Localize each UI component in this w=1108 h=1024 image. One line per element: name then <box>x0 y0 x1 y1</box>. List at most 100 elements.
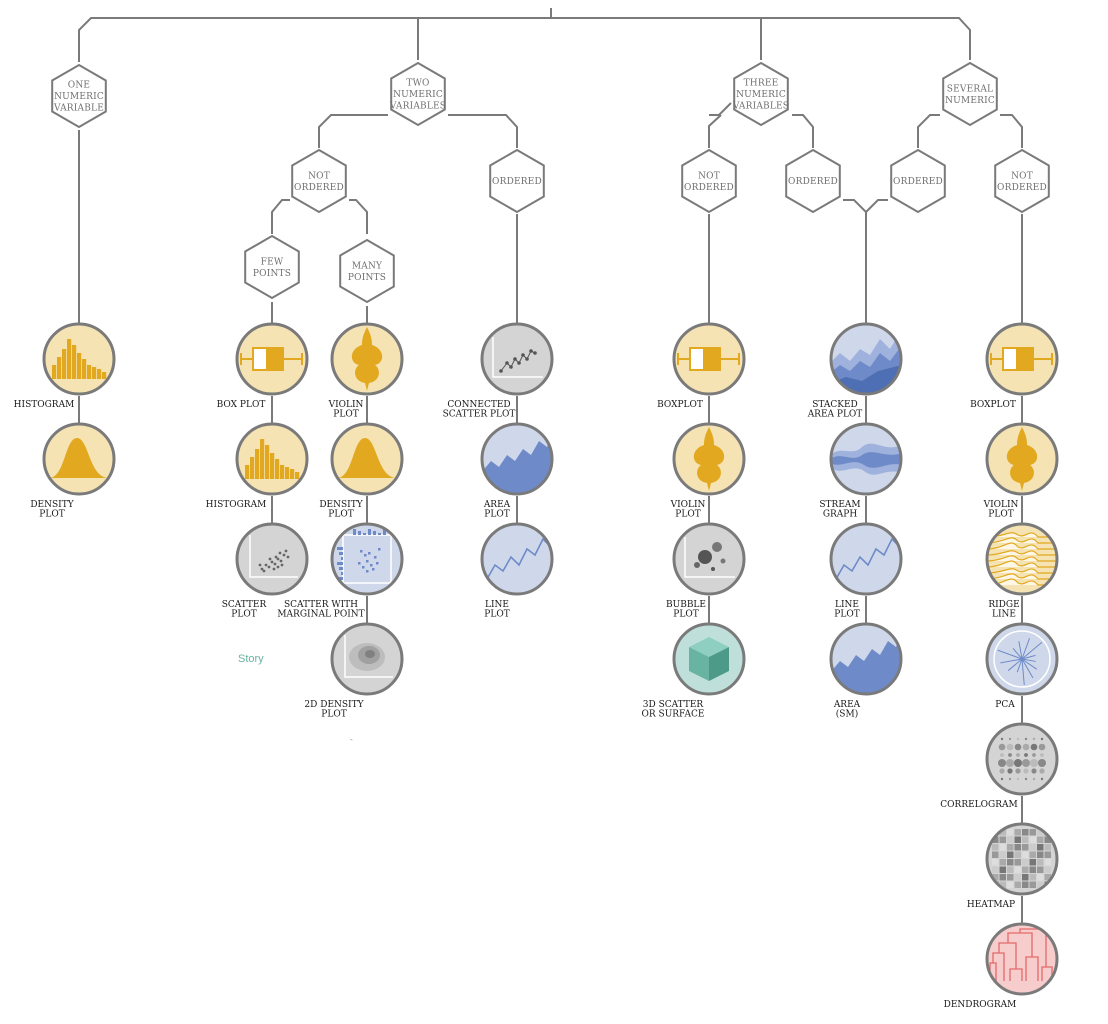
hex-label-line: VARIABLES <box>732 102 789 112</box>
connector-line <box>709 102 732 116</box>
chart-label: 3D SCATTER <box>643 700 704 710</box>
hex-h-sev-ord: ORDERED <box>890 148 946 214</box>
violin-many-icon <box>351 327 383 391</box>
chart-label: LINE <box>485 600 509 610</box>
chart-node-heatmap[interactable] <box>985 822 1059 896</box>
chart-label: PLOT <box>675 510 700 520</box>
chart-node-area-two[interactable] <box>480 422 554 499</box>
line-two-icon <box>486 537 550 580</box>
chart-node-density-many[interactable] <box>330 422 404 496</box>
connector-line <box>792 114 814 148</box>
histogram-few-icon <box>245 439 300 479</box>
density-1-icon <box>49 438 109 478</box>
chart-nodes <box>42 322 1059 996</box>
chart-node-density2d[interactable] <box>330 622 404 696</box>
chart-node-stacked-area[interactable] <box>829 322 903 399</box>
hex-label-line: POINTS <box>253 269 291 279</box>
chart-label: PLOT <box>321 710 346 720</box>
chart-node-violin-many[interactable] <box>330 322 404 396</box>
hex-label-line: ORDERED <box>294 183 344 193</box>
chart-label: LINE <box>835 600 859 610</box>
chart-node-dendrogram[interactable] <box>985 922 1059 996</box>
chart-node-bubble[interactable] <box>672 522 746 596</box>
connector-line <box>318 114 388 148</box>
chart-label: BOXPLOT <box>970 400 1016 410</box>
chart-label: HISTOGRAM <box>206 500 267 510</box>
chart-label: SCATTER <box>222 600 267 610</box>
connector-line <box>865 199 888 213</box>
chart-node-line-sm[interactable] <box>829 522 903 596</box>
hex-label-line: VARIABLE <box>53 104 104 114</box>
chart-node-histogram-1[interactable] <box>42 322 116 396</box>
chart-node-violin-sev[interactable] <box>985 422 1059 496</box>
chart-node-violin-three[interactable] <box>672 422 746 496</box>
histogram-1-icon <box>52 339 107 379</box>
hex-label-line: NUMERIC <box>945 96 995 106</box>
chart-label: 2D DENSITY <box>304 700 364 710</box>
chart-label: VIOLIN <box>328 400 364 410</box>
stacked-area-icon <box>831 329 901 394</box>
scatter-marginal-icon <box>337 529 392 584</box>
chart-label: OR SURFACE <box>642 710 705 720</box>
hex-label-line: NOT <box>1011 171 1033 181</box>
hex-label-line: MANY <box>352 261 383 271</box>
chart-label: SCATTER WITH <box>284 600 358 610</box>
chart-label: STACKED <box>812 400 858 410</box>
chart-node-boxplot-three[interactable] <box>672 322 746 396</box>
chart-label: BOXPLOT <box>657 400 703 410</box>
chart-node-scatter-few[interactable] <box>235 522 309 596</box>
hex-label-line: VARIABLES <box>389 102 446 112</box>
chart-label: CONNECTED <box>447 400 510 410</box>
story-link[interactable]: Story <box>238 653 264 665</box>
chart-label: PCA <box>995 700 1015 710</box>
hex-h-three-ord: ORDERED <box>785 148 841 214</box>
chart-label: LINE <box>992 610 1016 620</box>
chart-label: PLOT <box>988 510 1013 520</box>
hex-label-line: ORDERED <box>997 183 1047 193</box>
chart-label: PLOT <box>328 510 353 520</box>
chart-label: PLOT <box>333 410 358 420</box>
chart-label: GRAPH <box>823 510 858 520</box>
density2d-icon <box>344 635 393 678</box>
chart-node-correlogram[interactable] <box>985 722 1059 796</box>
chart-node-stream[interactable] <box>829 422 903 496</box>
connector-line <box>448 114 518 148</box>
chart-node-scatter3d[interactable] <box>672 622 746 696</box>
chart-label: BOX PLOT <box>217 400 266 410</box>
hex-label-line: NUMERIC <box>393 90 443 100</box>
connector-line <box>708 114 722 148</box>
hex-label-line: POINTS <box>348 273 386 283</box>
chart-node-pca[interactable] <box>985 622 1059 696</box>
chart-node-histogram-few[interactable] <box>235 422 309 496</box>
chart-node-boxplot-sev[interactable] <box>985 322 1059 396</box>
hex-label-line: ORDERED <box>788 177 838 187</box>
chart-node-density-1[interactable] <box>42 422 116 496</box>
hex-label-line: NOT <box>698 171 720 181</box>
area-two-icon <box>482 435 552 494</box>
chart-node-area-sm[interactable] <box>829 622 903 699</box>
chart-label: SCATTER PLOT <box>443 410 516 420</box>
chart-node-boxplot-few[interactable] <box>235 322 309 396</box>
ridge-icon <box>987 532 1057 586</box>
chart-label: VIOLIN <box>983 500 1019 510</box>
hex-h-sev-notord: NOT ORDERED <box>994 148 1050 214</box>
hex-h-many: MANY POINTS <box>339 238 395 304</box>
chart-label: BUBBLE <box>666 600 706 610</box>
chart-node-line-two[interactable] <box>480 522 554 596</box>
hex-label-line: ONE <box>68 81 90 91</box>
connected-scatter-icon <box>492 337 543 378</box>
chart-label: DENSITY <box>319 500 363 510</box>
connector-line <box>349 199 368 234</box>
chart-node-connected-scatter[interactable] <box>480 322 554 396</box>
violin-three-icon <box>693 427 725 491</box>
chart-label: AREA <box>483 500 511 510</box>
hex-label-line: ORDERED <box>492 177 542 187</box>
chart-node-ridge[interactable] <box>985 522 1059 596</box>
chart-node-scatter-marginal[interactable] <box>330 522 404 596</box>
